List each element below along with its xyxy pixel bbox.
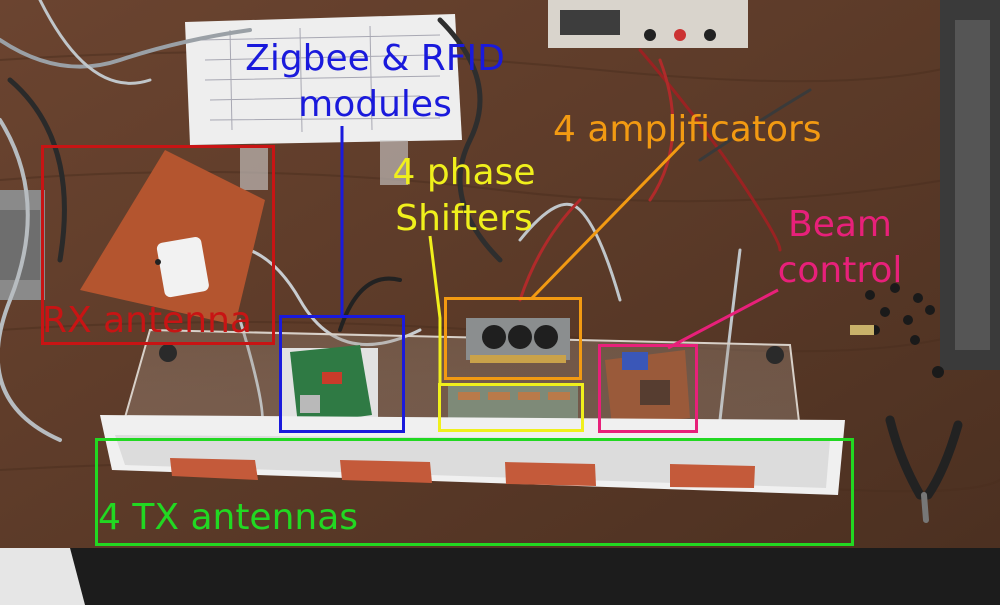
beam-control-label-line2: control: [777, 250, 903, 291]
paper-corner: [0, 548, 85, 605]
amplifiers-box: [444, 297, 582, 380]
amplifiers-label: 4 amplificators: [553, 109, 822, 150]
phase-shifters-label-line2: Shifters: [395, 198, 533, 239]
floor-strip: [0, 548, 1000, 605]
zigbee-module-box: [279, 315, 405, 433]
pliers: [885, 415, 963, 523]
small-parts: [850, 283, 944, 378]
rx-antenna-pcb: [80, 150, 265, 325]
zigbee-label-line2: modules: [298, 84, 452, 125]
phase-shifters-label: 4 phase Shifters: [384, 150, 544, 242]
zigbee-label: Zigbee & RFID modules: [230, 36, 520, 128]
tx-antennas-label: 4 TX antennas: [98, 497, 359, 538]
beam-control-label-line1: Beam: [788, 204, 892, 245]
phase-shifters-box: [438, 383, 584, 432]
phase-shifters-label-line1: 4 phase: [392, 152, 536, 193]
zigbee-label-line1: Zigbee & RFID: [245, 38, 505, 79]
annotation-lines: [340, 126, 779, 385]
rx-antenna-label: RX antenna: [42, 300, 252, 341]
beam-control-box: [598, 344, 698, 433]
rx-antenna-box: [41, 145, 275, 345]
schematic-paper: [185, 14, 462, 145]
beam-control-label: Beam control: [770, 202, 910, 294]
tx-antennas-box: [95, 438, 854, 546]
tx-patches: [170, 458, 755, 488]
